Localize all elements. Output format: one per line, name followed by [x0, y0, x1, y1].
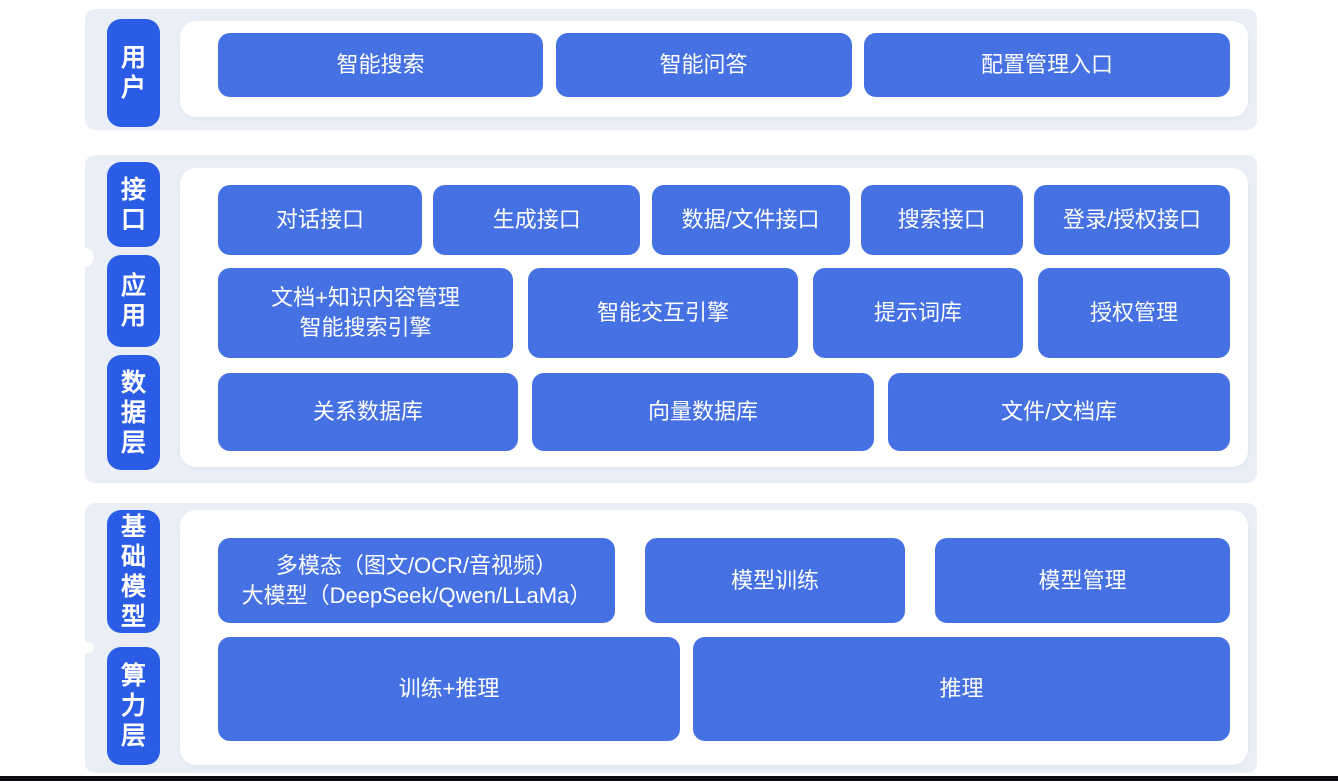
- node-auth-management: 授权管理: [1038, 268, 1230, 358]
- node-prompt-library: 提示词库: [813, 268, 1023, 358]
- node-file-doc-store: 文件/文档库: [888, 373, 1230, 451]
- node-data-file-api: 数据/文件接口: [651, 185, 850, 255]
- node-inference: 推理: [693, 637, 1230, 741]
- layer-label-application: 应用: [107, 255, 160, 347]
- layer-label-foundation-model: 基础模型: [107, 510, 160, 633]
- node-generation-api: 生成接口: [433, 185, 641, 255]
- node-smart-interaction-engine: 智能交互引擎: [528, 268, 798, 358]
- node-row: 文档+知识内容管理 智能搜索引擎 智能交互引擎 提示词库 授权管理: [218, 268, 1230, 358]
- node-dialog-api: 对话接口: [218, 185, 422, 255]
- layer-label-compute: 算力层: [107, 647, 160, 765]
- layer-label-user: 用户: [107, 19, 160, 127]
- node-login-auth-api: 登录/授权接口: [1034, 185, 1230, 255]
- layer-label-interface: 接口: [107, 162, 160, 247]
- node-relational-db: 关系数据库: [218, 373, 518, 451]
- node-search-api: 搜索接口: [860, 185, 1023, 255]
- middle-layers-panel: 接口 应用 数据层 对话接口 生成接口 数据/文件接口 搜索接口 登录/授权接口…: [85, 155, 1257, 483]
- bottom-layers-panel: 基础模型 算力层 多模态（图文/OCR/音视频） 大模型（DeepSeek/Qw…: [85, 503, 1257, 773]
- bottom-divider-line: [0, 776, 1338, 781]
- node-doc-knowledge-search-engine: 文档+知识内容管理 智能搜索引擎: [218, 268, 513, 358]
- node-model-management: 模型管理: [935, 538, 1230, 623]
- user-layer-card: 智能搜索 智能问答 配置管理入口: [180, 21, 1248, 117]
- node-row: 训练+推理 推理: [218, 637, 1230, 741]
- node-row: 智能搜索 智能问答 配置管理入口: [218, 33, 1230, 97]
- node-smart-search: 智能搜索: [218, 33, 543, 97]
- node-row: 关系数据库 向量数据库 文件/文档库: [218, 373, 1230, 451]
- user-layer-panel: 用户 智能搜索 智能问答 配置管理入口: [85, 9, 1257, 130]
- node-multimodal-llm: 多模态（图文/OCR/音视频） 大模型（DeepSeek/Qwen/LLaMa）: [218, 538, 615, 623]
- middle-layers-card: 对话接口 生成接口 数据/文件接口 搜索接口 登录/授权接口 文档+知识内容管理…: [180, 168, 1248, 467]
- node-row: 对话接口 生成接口 数据/文件接口 搜索接口 登录/授权接口: [218, 185, 1230, 255]
- bottom-layers-card: 多模态（图文/OCR/音视频） 大模型（DeepSeek/Qwen/LLaMa）…: [180, 510, 1248, 765]
- node-row: 多模态（图文/OCR/音视频） 大模型（DeepSeek/Qwen/LLaMa）…: [218, 538, 1230, 623]
- layer-label-data: 数据层: [107, 355, 160, 470]
- node-model-training: 模型训练: [645, 538, 905, 623]
- panel-band-notch: [85, 248, 94, 267]
- panel-band-notch: [85, 642, 94, 653]
- node-smart-qa: 智能问答: [555, 33, 852, 97]
- node-vector-db: 向量数据库: [532, 373, 874, 451]
- node-config-management-entry: 配置管理入口: [864, 33, 1230, 97]
- node-training-inference: 训练+推理: [218, 637, 680, 741]
